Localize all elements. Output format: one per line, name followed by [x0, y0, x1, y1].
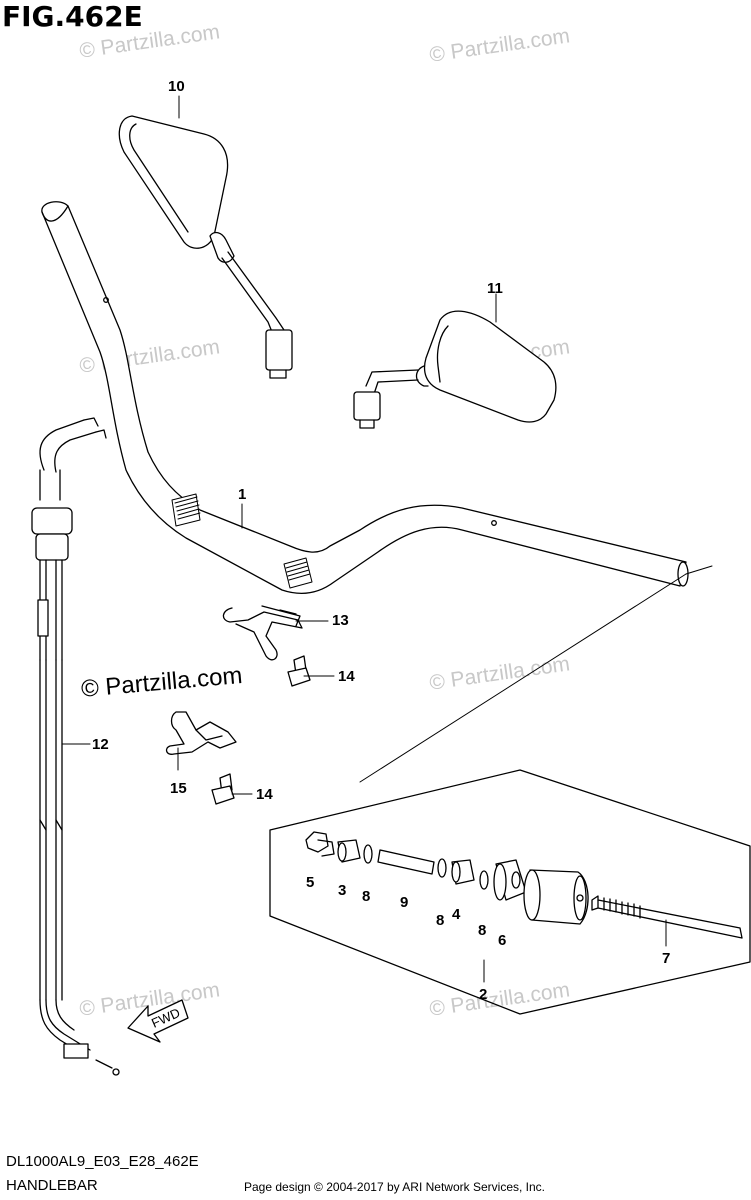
callout-14-upper: 14 [338, 668, 355, 685]
model-code: DL1000AL9_E03_E28_462E [6, 1153, 199, 1170]
part-8-a [363, 844, 373, 864]
leader-lines [61, 95, 667, 983]
callout-7: 7 [662, 950, 671, 967]
bar-end-assembly [269, 565, 751, 1015]
callout-6: 6 [498, 932, 507, 949]
callout-12: 12 [92, 736, 109, 753]
callout-5: 5 [306, 874, 315, 891]
section-name: HANDLEBAR [6, 1177, 98, 1194]
clamp-bracket-15 [165, 711, 237, 755]
part-4 [451, 859, 475, 885]
clamp-bracket-13 [222, 605, 303, 661]
callout-10: 10 [168, 78, 185, 95]
part-7-screw [591, 895, 743, 939]
callout-2: 2 [479, 986, 488, 1003]
bolt-14-upper [287, 655, 311, 687]
callout-14-lower: 14 [256, 786, 273, 803]
part-9 [377, 849, 435, 875]
part-6 [493, 859, 527, 901]
callout-9: 9 [400, 894, 409, 911]
callout-13: 13 [332, 612, 349, 629]
callout-4: 4 [452, 906, 461, 923]
handlebar [41, 201, 689, 594]
callout-11: 11 [487, 280, 503, 297]
callout-15: 15 [170, 780, 187, 797]
callout-8-b: 8 [436, 912, 445, 929]
figure-title: FIG.462E [2, 0, 143, 33]
part-8-c [479, 870, 489, 890]
part-3 [337, 839, 361, 863]
callout-8-c: 8 [478, 922, 487, 939]
mirror-right [353, 310, 557, 429]
bar-end-weight [523, 869, 589, 925]
bolt-14-lower [211, 773, 235, 805]
fwd-arrow: FWD [127, 999, 189, 1043]
callout-8-a: 8 [362, 888, 371, 905]
mirror-left [118, 115, 293, 379]
callout-1: 1 [238, 486, 247, 503]
part-8-b [437, 858, 447, 878]
throttle-cable-12 [31, 417, 120, 1076]
callout-3: 3 [338, 882, 347, 899]
part-5 [305, 831, 335, 857]
copyright-notice: Page design © 2004-2017 by ARI Network S… [244, 1180, 546, 1194]
